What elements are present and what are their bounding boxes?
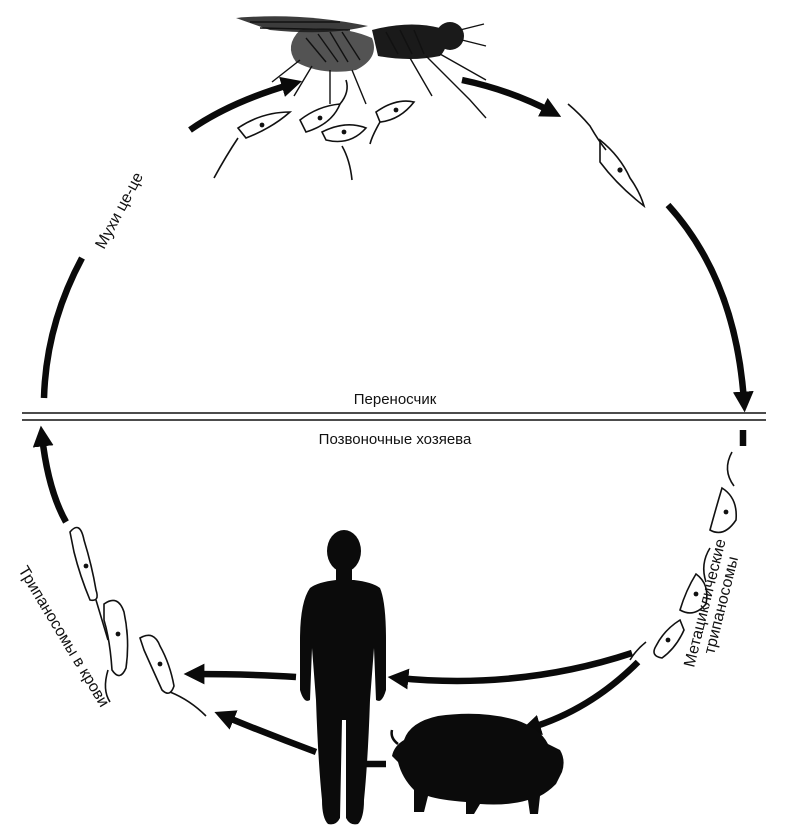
human-silhouette-icon xyxy=(300,530,386,824)
tsetse-fly-icon xyxy=(236,16,486,118)
arrow-left-lower-arc xyxy=(42,436,66,522)
arrow-metacyclic-to-human xyxy=(398,653,632,681)
midgut-trypanosome xyxy=(568,104,644,206)
host-vector-divider xyxy=(22,413,766,420)
tsetse-flies-label: Мухи це-це xyxy=(93,170,147,252)
arrow-left-upper-arc xyxy=(44,258,82,398)
arrow-human-to-blood xyxy=(194,674,296,677)
blood-trypanosomes-label: Трипаносомы в крови xyxy=(15,563,113,710)
cycle-arrows xyxy=(42,80,744,764)
vertebrate-hosts-label: Позвоночные хозяева xyxy=(319,431,472,448)
vector-label: Переносчик xyxy=(354,391,437,408)
arrow-right-upper-arc xyxy=(668,205,744,402)
fly-trypanosomes xyxy=(214,80,414,180)
arrow-pig-to-blood xyxy=(224,716,316,752)
